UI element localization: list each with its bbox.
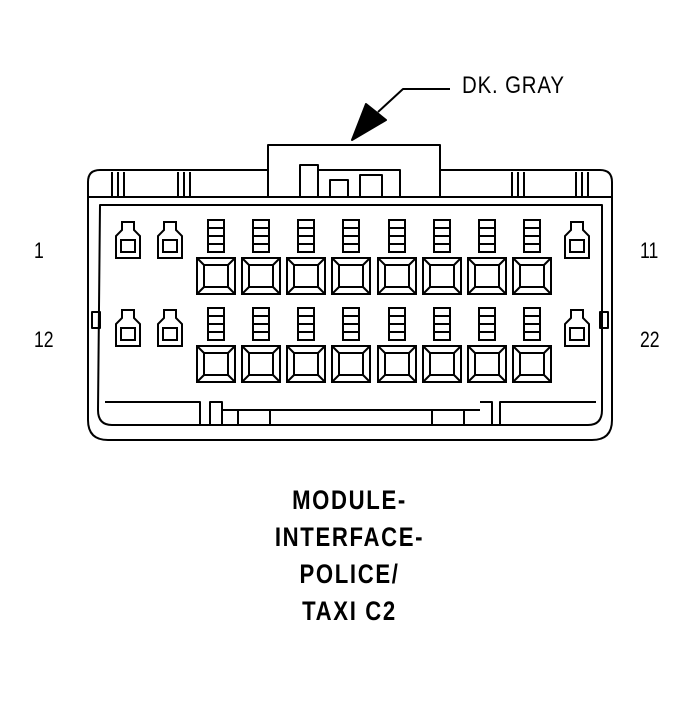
- terminal-cavity: [196, 257, 236, 295]
- title-line-2: INTERFACE-: [274, 522, 425, 552]
- terminal-cavity-inner: [203, 352, 229, 376]
- terminal-cavity-inner: [474, 352, 500, 376]
- connector-title: MODULE- INTERFACE- POLICE/ TAXI C2: [0, 482, 699, 630]
- clip-terminal-slot: [120, 327, 136, 341]
- terminal-cavity: [422, 345, 462, 383]
- leader-line: [377, 88, 450, 113]
- latch: [299, 164, 401, 197]
- terminal-cavity-inner: [293, 352, 319, 376]
- clip-terminal: [157, 221, 183, 259]
- terminal-cavity: [467, 345, 507, 383]
- right-notch: [599, 311, 609, 329]
- terminal-cavity: [377, 257, 417, 295]
- clip-terminal-slot: [569, 327, 585, 341]
- terminal-cavity-inner: [384, 352, 410, 376]
- terminal-cavity-inner: [384, 264, 410, 288]
- clip-terminal-slot: [569, 239, 585, 253]
- clip-terminal: [115, 309, 141, 347]
- terminal-cavity-inner: [474, 264, 500, 288]
- clip-terminal: [564, 309, 590, 347]
- pin-label-12: 12: [34, 327, 54, 352]
- terminal-cavity: [331, 345, 371, 383]
- terminal-cavity-inner: [429, 264, 455, 288]
- terminal-cavity-inner: [248, 264, 274, 288]
- terminal-cavity: [286, 257, 326, 295]
- title-line-1: MODULE-: [292, 485, 407, 515]
- clip-terminal: [157, 309, 183, 347]
- shell-ribs: [111, 172, 589, 196]
- terminal-cavity-inner: [293, 264, 319, 288]
- clip-terminal: [564, 221, 590, 259]
- terminal-cavity-inner: [429, 352, 455, 376]
- left-notch: [91, 311, 101, 329]
- terminal-cavity: [467, 257, 507, 295]
- pin-label-22: 22: [640, 327, 660, 352]
- connector-shell: [87, 144, 613, 441]
- clip-terminal: [115, 221, 141, 259]
- terminal-cavities: [115, 219, 590, 383]
- pin-label-1: 1: [34, 238, 44, 263]
- terminal-cavity: [241, 345, 281, 383]
- terminal-cavity: [422, 257, 462, 295]
- title-line-3: POLICE/: [299, 559, 400, 589]
- clip-terminal-slot: [162, 239, 178, 253]
- wire-color-label: DK. GRAY: [462, 72, 565, 99]
- title-line-4: TAXI C2: [302, 596, 397, 626]
- terminal-cavity: [286, 345, 326, 383]
- terminal-cavity: [331, 257, 371, 295]
- terminal-cavity-inner: [203, 264, 229, 288]
- terminal-cavity-inner: [248, 352, 274, 376]
- terminal-cavity: [512, 345, 552, 383]
- leader-arrow: [351, 103, 387, 141]
- clip-terminal-slot: [162, 327, 178, 341]
- terminal-cavity-inner: [338, 352, 364, 376]
- terminal-cavity: [377, 345, 417, 383]
- terminal-cavity: [196, 345, 236, 383]
- pin-label-11: 11: [640, 238, 659, 263]
- bottom-rail: [105, 401, 596, 426]
- terminal-cavity-inner: [519, 264, 545, 288]
- connector-inner-wall: [97, 204, 603, 426]
- clip-terminal-slot: [120, 239, 136, 253]
- terminal-cavity-inner: [519, 352, 545, 376]
- terminal-cavity: [512, 257, 552, 295]
- terminal-cavity-inner: [338, 264, 364, 288]
- terminal-cavity: [241, 257, 281, 295]
